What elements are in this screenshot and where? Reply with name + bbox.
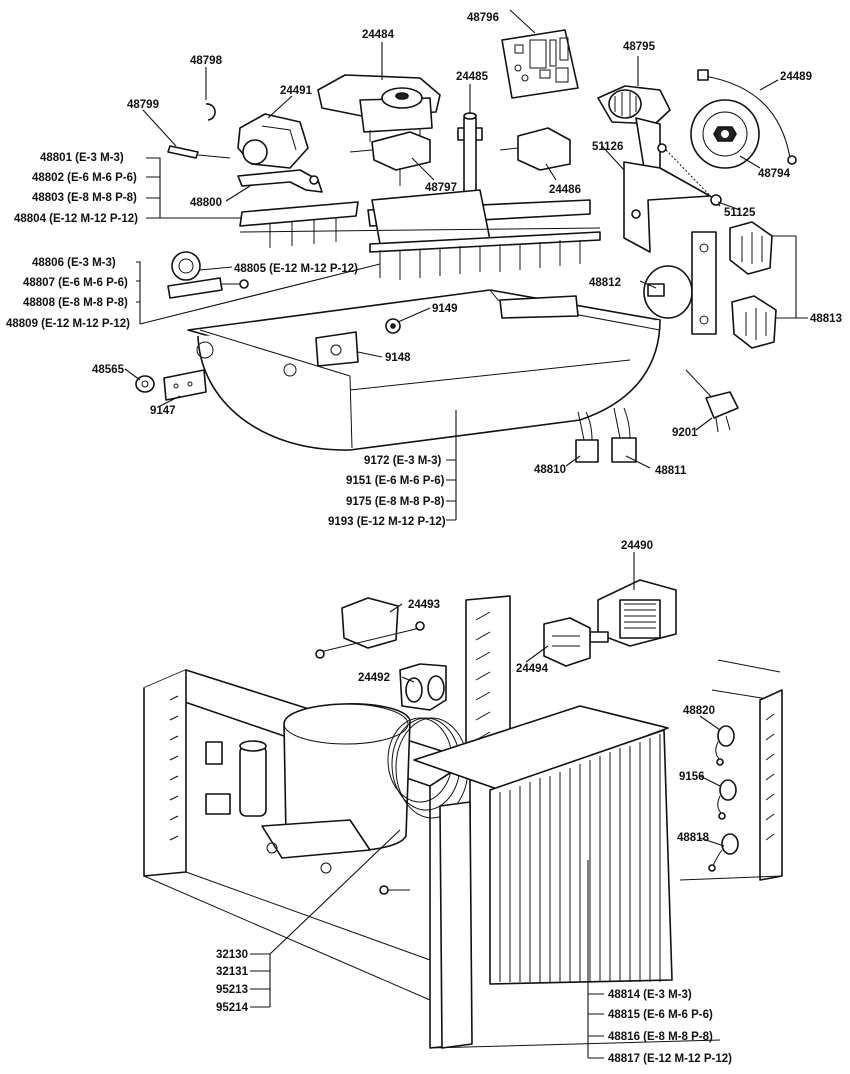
label-24494: 24494	[516, 663, 549, 675]
label-48796: 48796	[467, 12, 499, 24]
label-24485: 24485	[456, 71, 489, 83]
part-9148-bracket	[315, 331, 359, 367]
part-48820-thermostat	[715, 725, 735, 766]
label-48818: 48818	[677, 832, 710, 844]
label-51125: 51125	[724, 207, 756, 219]
part-compressor	[261, 703, 411, 874]
leader-lines	[124, 9, 808, 1059]
label-32130: 32130	[216, 949, 248, 961]
label-9193: 9193 (E-12 M-12 P-12)	[328, 516, 446, 528]
part-overload	[205, 741, 231, 815]
part-48813-solenoid	[729, 221, 777, 349]
part-48798-clip	[205, 103, 216, 121]
part-24492-water-valve	[399, 663, 447, 711]
part-24494-relay	[543, 617, 591, 667]
label-48805: 48805 (E-12 M-12 P-12)	[234, 263, 358, 275]
part-48799-pin	[167, 145, 231, 159]
part-48794-cam-wheel	[690, 99, 760, 169]
part-24493-solenoid-valve	[315, 597, 425, 659]
label-9201: 9201	[672, 427, 698, 439]
part-51126-bracket	[623, 143, 721, 253]
label-48817: 48817 (E-12 M-12 P-12)	[608, 1053, 732, 1065]
part-48810-connector	[575, 411, 599, 463]
label-24492: 24492	[358, 672, 390, 684]
part-9147-plate	[163, 369, 207, 401]
label-48806: 48806 (E-3 M-3)	[32, 257, 116, 269]
label-48814: 48814 (E-3 M-3)	[608, 989, 692, 1001]
part-24490-transformer	[589, 579, 677, 647]
part-capacitor	[239, 740, 267, 817]
label-48820: 48820	[683, 705, 715, 717]
label-48815: 48815 (E-6 M-6 P-6)	[608, 1009, 713, 1021]
frame-right	[679, 659, 783, 881]
label-32131: 32131	[216, 966, 249, 978]
part-48814-condenser	[413, 705, 673, 1049]
label-48816: 48816 (E-8 M-8 P-8)	[608, 1031, 713, 1043]
part-48796-control-board	[501, 29, 579, 99]
label-48811: 48811	[655, 465, 687, 477]
label-48807: 48807 (E-6 M-6 P-6)	[23, 277, 128, 289]
label-9175: 9175 (E-8 M-8 P-8)	[346, 496, 445, 508]
label-48800: 48800	[190, 197, 222, 209]
label-48565: 48565	[92, 364, 125, 376]
part-48811-connector	[611, 407, 637, 463]
label-9156: 9156	[679, 771, 705, 783]
label-48812: 48812	[589, 277, 621, 289]
label-48801: 48801 (E-3 M-3)	[40, 152, 124, 164]
part-48800-lever	[237, 169, 323, 193]
label-48795: 48795	[623, 41, 656, 53]
label-9151: 9151 (E-6 M-6 P-6)	[346, 475, 445, 487]
label-24486: 24486	[549, 184, 581, 196]
label-48797: 48797	[425, 182, 457, 194]
label-48810: 48810	[534, 464, 566, 476]
part-24486-switch	[499, 127, 571, 171]
label-48794: 48794	[758, 168, 791, 180]
part-51125-clip	[710, 194, 722, 206]
label-9147: 9147	[150, 405, 176, 417]
label-95213: 95213	[216, 984, 248, 996]
top-labels: 48796 24484 48798 24491 24485 48795 2448…	[6, 12, 842, 528]
label-24493: 24493	[408, 599, 440, 611]
bottom-labels: 24490 24493 24492 24494 48820 9156 48818…	[216, 540, 732, 1065]
part-24484-drive-motor	[317, 74, 441, 142]
label-48798: 48798	[190, 55, 223, 67]
part-tray-bracket	[499, 295, 579, 319]
part-48818-thermostat	[708, 833, 739, 872]
part-24491-timer-motor	[237, 113, 309, 169]
part-9156-thermostat	[717, 779, 737, 820]
part-48812-solenoid-coil	[643, 231, 717, 335]
part-9172-tray	[187, 289, 661, 451]
label-24491: 24491	[280, 85, 313, 97]
label-24489: 24489	[780, 71, 812, 83]
label-48799: 48799	[127, 99, 159, 111]
part-24489-rod	[697, 69, 797, 165]
label-48809: 48809 (E-12 M-12 P-12)	[6, 318, 130, 330]
label-48802: 48802 (E-6 M-6 P-6)	[32, 172, 137, 184]
label-95214: 95214	[216, 1002, 249, 1014]
part-9149-nut	[385, 318, 401, 334]
label-9172: 9172 (E-3 M-3)	[364, 455, 442, 467]
part-48797-switch	[349, 131, 431, 186]
part-grid-rack	[239, 189, 601, 280]
part-48565-washer	[135, 375, 155, 393]
label-24490: 24490	[621, 540, 653, 552]
part-48795-fan-motor	[597, 85, 671, 171]
part-9201-microswitch	[685, 369, 739, 433]
label-48813: 48813	[810, 313, 842, 325]
label-24484: 24484	[362, 29, 395, 41]
part-48805-thermostat	[167, 251, 249, 299]
label-48803: 48803 (E-8 M-8 P-8)	[32, 192, 137, 204]
label-51126: 51126	[592, 141, 623, 153]
part-48801-rack-heater	[239, 201, 359, 248]
label-48808: 48808 (E-8 M-8 P-8)	[23, 297, 128, 309]
label-9148: 9148	[385, 352, 411, 364]
label-9149: 9149	[432, 303, 458, 315]
label-48804: 48804 (E-12 M-12 P-12)	[14, 213, 138, 225]
